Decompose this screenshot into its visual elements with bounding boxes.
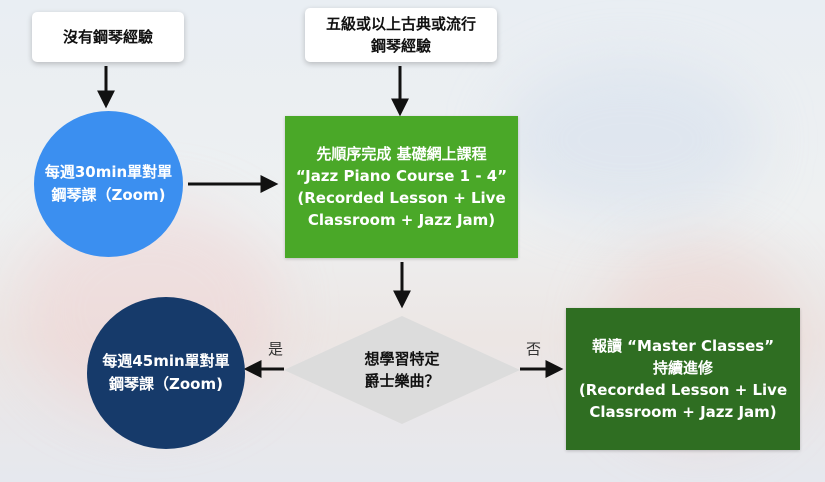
node-text-line: 鋼琴經驗 <box>370 37 431 55</box>
node-text-line: 報讀 “Master Classes” <box>591 337 775 355</box>
node-text-line: 沒有鋼琴經驗 <box>62 28 153 46</box>
node-text-line: 先順序完成 基礎網上課程 <box>316 145 487 163</box>
node-no-experience: 沒有鋼琴經驗 <box>32 12 184 62</box>
node-text-line: Classroom + Jazz Jam) <box>307 211 496 229</box>
node-weekly-30min-lesson: 每週30min單對單 鋼琴課（Zoom) <box>34 111 183 257</box>
node-grade5-experience: 五級或以上古典或流行 鋼琴經驗 <box>305 8 497 62</box>
node-text-line: 想學習特定 <box>364 350 440 368</box>
node-text-line: 爵士樂曲？ <box>364 372 440 390</box>
node-text-line: 持續進修 <box>652 359 713 377</box>
edge-label-no: 否 <box>526 340 542 358</box>
node-text-line: (Recorded Lesson + Live <box>578 381 788 399</box>
node-weekly-45min-lesson: 每週45min單對單 鋼琴課（Zoom) <box>87 297 245 449</box>
node-text-line: 每週30min單對單 <box>44 163 173 181</box>
node-text-line: Classroom + Jazz Jam) <box>589 403 777 421</box>
node-text-line: 每週45min單對單 <box>102 352 230 370</box>
node-master-classes: 報讀 “Master Classes” 持續進修 (Recorded Lesso… <box>566 308 800 450</box>
background-blob <box>500 60 760 220</box>
node-text-line: (Recorded Lesson + Live <box>297 189 506 207</box>
edge-label-yes: 是 <box>268 340 284 358</box>
node-jazz-piano-course: 先順序完成 基礎網上課程 “Jazz Piano Course 1 - 4” (… <box>285 116 518 258</box>
node-decision: 想學習特定 爵士樂曲？ <box>322 340 482 400</box>
node-text-line: “Jazz Piano Course 1 - 4” <box>295 167 508 185</box>
node-text-line: 鋼琴課（Zoom) <box>51 186 166 204</box>
node-text-line: 五級或以上古典或流行 <box>325 15 476 33</box>
decision-diamond <box>284 316 520 424</box>
node-text-line: 鋼琴課（Zoom) <box>109 375 223 393</box>
